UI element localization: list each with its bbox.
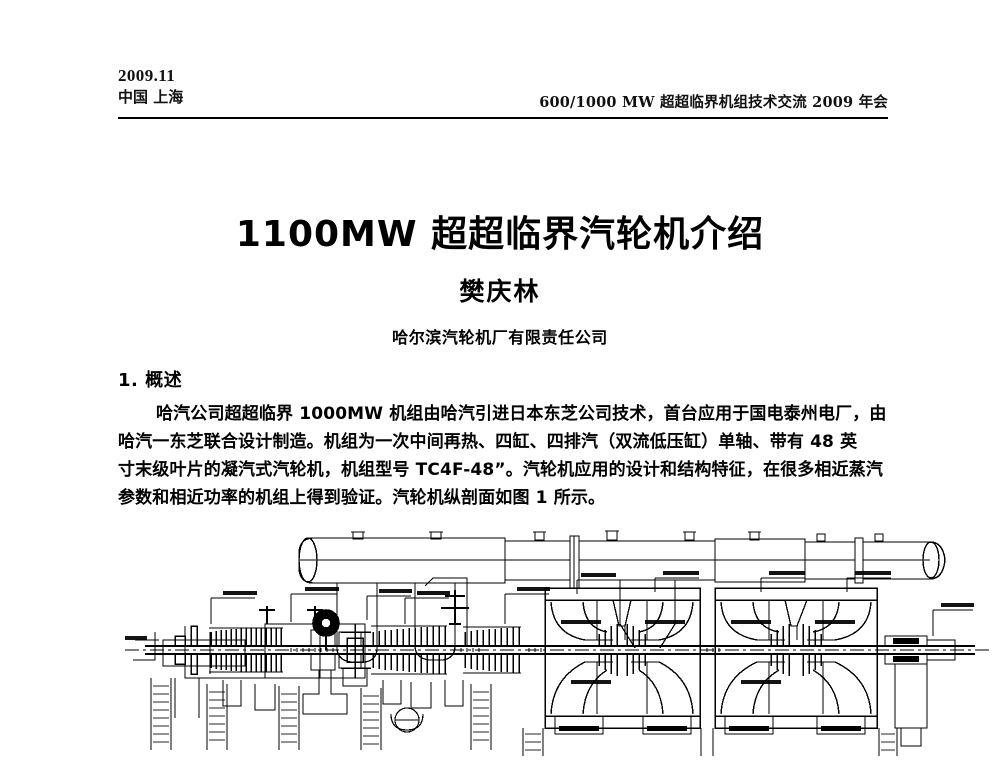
lp-cylinder-2-exhaust-hood-lower: [720, 661, 872, 715]
thrust-bearing: [341, 624, 371, 678]
turbine-longitudinal-section-drawing: [125, 530, 990, 756]
rotor-shaft: [145, 645, 975, 655]
header-date: 2009.11: [118, 66, 176, 85]
lp-cylinder-2-casing: [714, 587, 878, 729]
crossover-pipe-right: [714, 538, 806, 583]
section-paragraph: 哈汽公司超超临界 1000MW 机组由哈汽引进日本东芝公司技术，首台应用于国电泰…: [118, 400, 890, 512]
lp-cylinder-2-inner-casing: [768, 599, 824, 714]
header-left-block: 2009.11 中国 上海: [118, 66, 183, 107]
control-stage-wheels: [174, 625, 198, 675]
page-header: 2009.11 中国 上海 600/1000 MW 超超临界机组技术交流 200…: [118, 66, 888, 118]
author-affiliation: 哈尔滨汽轮机厂有限责任公司: [392, 328, 608, 347]
page-title: 1100MW 超超临界汽轮机介绍: [235, 214, 765, 255]
lp-cylinder-2-support-feet: [724, 716, 866, 735]
lp-cylinder-1-exhaust-hood-lower: [550, 661, 694, 715]
crossover-pipe-end-cap: [862, 541, 946, 580]
paragraph-line: 参数和相近功率的机组上得到验证。汽轮机纵剖面如图 1 所示。: [118, 488, 606, 508]
rotor-detail-speckle: [290, 648, 720, 652]
paragraph-line: 寸末级叶片的凝汽式汽轮机，机组型号 TC4F-48”。汽轮机应用的设计和结构特征…: [118, 460, 883, 480]
generator-end-pedestal: [894, 664, 928, 747]
ip-blade-rows: [371, 625, 447, 675]
foundation-hatching: [153, 685, 895, 751]
figure-leader-lines: [135, 577, 973, 641]
paragraph-line: 哈汽公司超超临界 1000MW 机组由哈汽引进日本东芝公司技术，首台应用于国电泰…: [156, 404, 887, 424]
paragraph-line: 哈汽一东芝联合设计制造。机组为一次中间再热、四缸、四排汽（双流低压缸）单轴、带有…: [118, 432, 858, 452]
author-name: 樊庆林: [459, 277, 541, 306]
hp-blade-rows: [209, 627, 283, 673]
figure-turbine-section: [115, 528, 995, 760]
ip-blade-rows-second: [463, 626, 521, 674]
turning-gear-wheel: [312, 609, 340, 650]
crossover-pipe-flange-right: [854, 537, 864, 584]
header-place: 中国 上海: [118, 88, 184, 106]
lp-cylinder-1-blade-rows: [598, 624, 646, 676]
bearing-pedestal-1: [302, 629, 348, 715]
crossover-pipe-left-extension: [504, 540, 571, 581]
lp-cylinder-1-support-feet: [554, 716, 692, 735]
pipe-nozzle-stubs: [351, 530, 884, 542]
crossover-pipe-far-right: [804, 541, 856, 580]
lp-cylinder-1-casing: [544, 587, 701, 729]
foundation-blocks: [150, 678, 898, 756]
header-conference-title: 600/1000 MW 超超临界机组技术交流 2009 年会: [539, 94, 888, 111]
crossover-pipe-left: [298, 537, 506, 584]
header-divider-rule: [118, 117, 888, 119]
section-heading-overview: 1. 概述: [118, 370, 183, 391]
lp-cylinder-2-blade-rows: [770, 624, 822, 676]
figure-label-bars: [125, 571, 974, 684]
lube-oil-piping: [174, 678, 464, 733]
